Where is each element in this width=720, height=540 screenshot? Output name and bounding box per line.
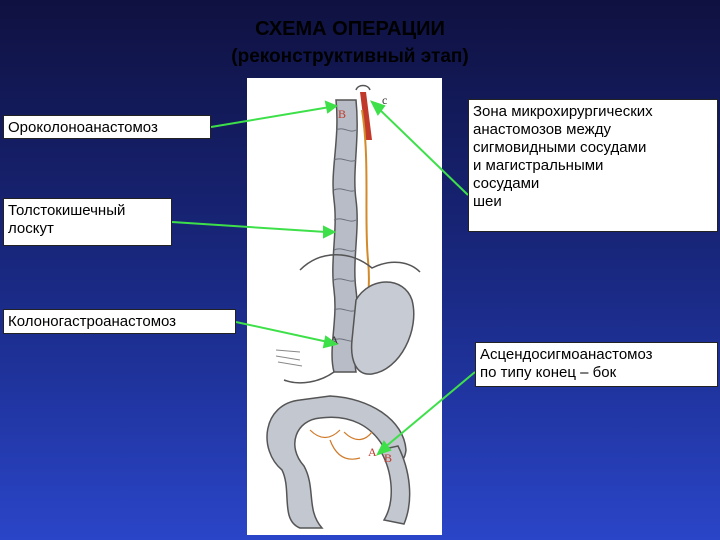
neck-vessel [360,92,372,140]
letter-mid-a: A [330,333,339,347]
callout-colon-flap: Толстокишечный лоскут [3,198,172,246]
mesenteric-vessels [309,429,373,460]
page-title: СХЕМА ОПЕРАЦИИ [255,18,445,40]
callout-arrows [171,100,476,456]
arrow-ascendo [383,371,476,449]
letter-top-b: B [338,107,346,121]
stomach [350,281,415,375]
lower-colon [266,395,407,529]
callout-colonogastroanastomosis: Колоногастроанастомоз [3,309,236,334]
page-subtitle: (реконструктивный этап) [231,46,469,67]
callout-microsurgical-zone: Зона микрохирургических анастомозов межд… [468,99,718,232]
ascending-colon [378,445,411,525]
letter-top-c: c [382,93,387,107]
colon-flap [331,99,358,373]
arrow-colonogastro [235,321,329,343]
arrow-flap [171,221,327,233]
arrow-micro [377,107,469,196]
arrow-orocolono [210,106,331,128]
callout-orocolonoanastomosis: Ороколоноанастомоз [3,115,211,139]
callout-ascendosigmoanastomosis: Асцендосигмоанастомоз по типу конец – бо… [475,342,718,387]
letter-low-a: A [368,445,377,459]
diaphragm [299,254,421,273]
letter-low-b: B [384,451,392,465]
